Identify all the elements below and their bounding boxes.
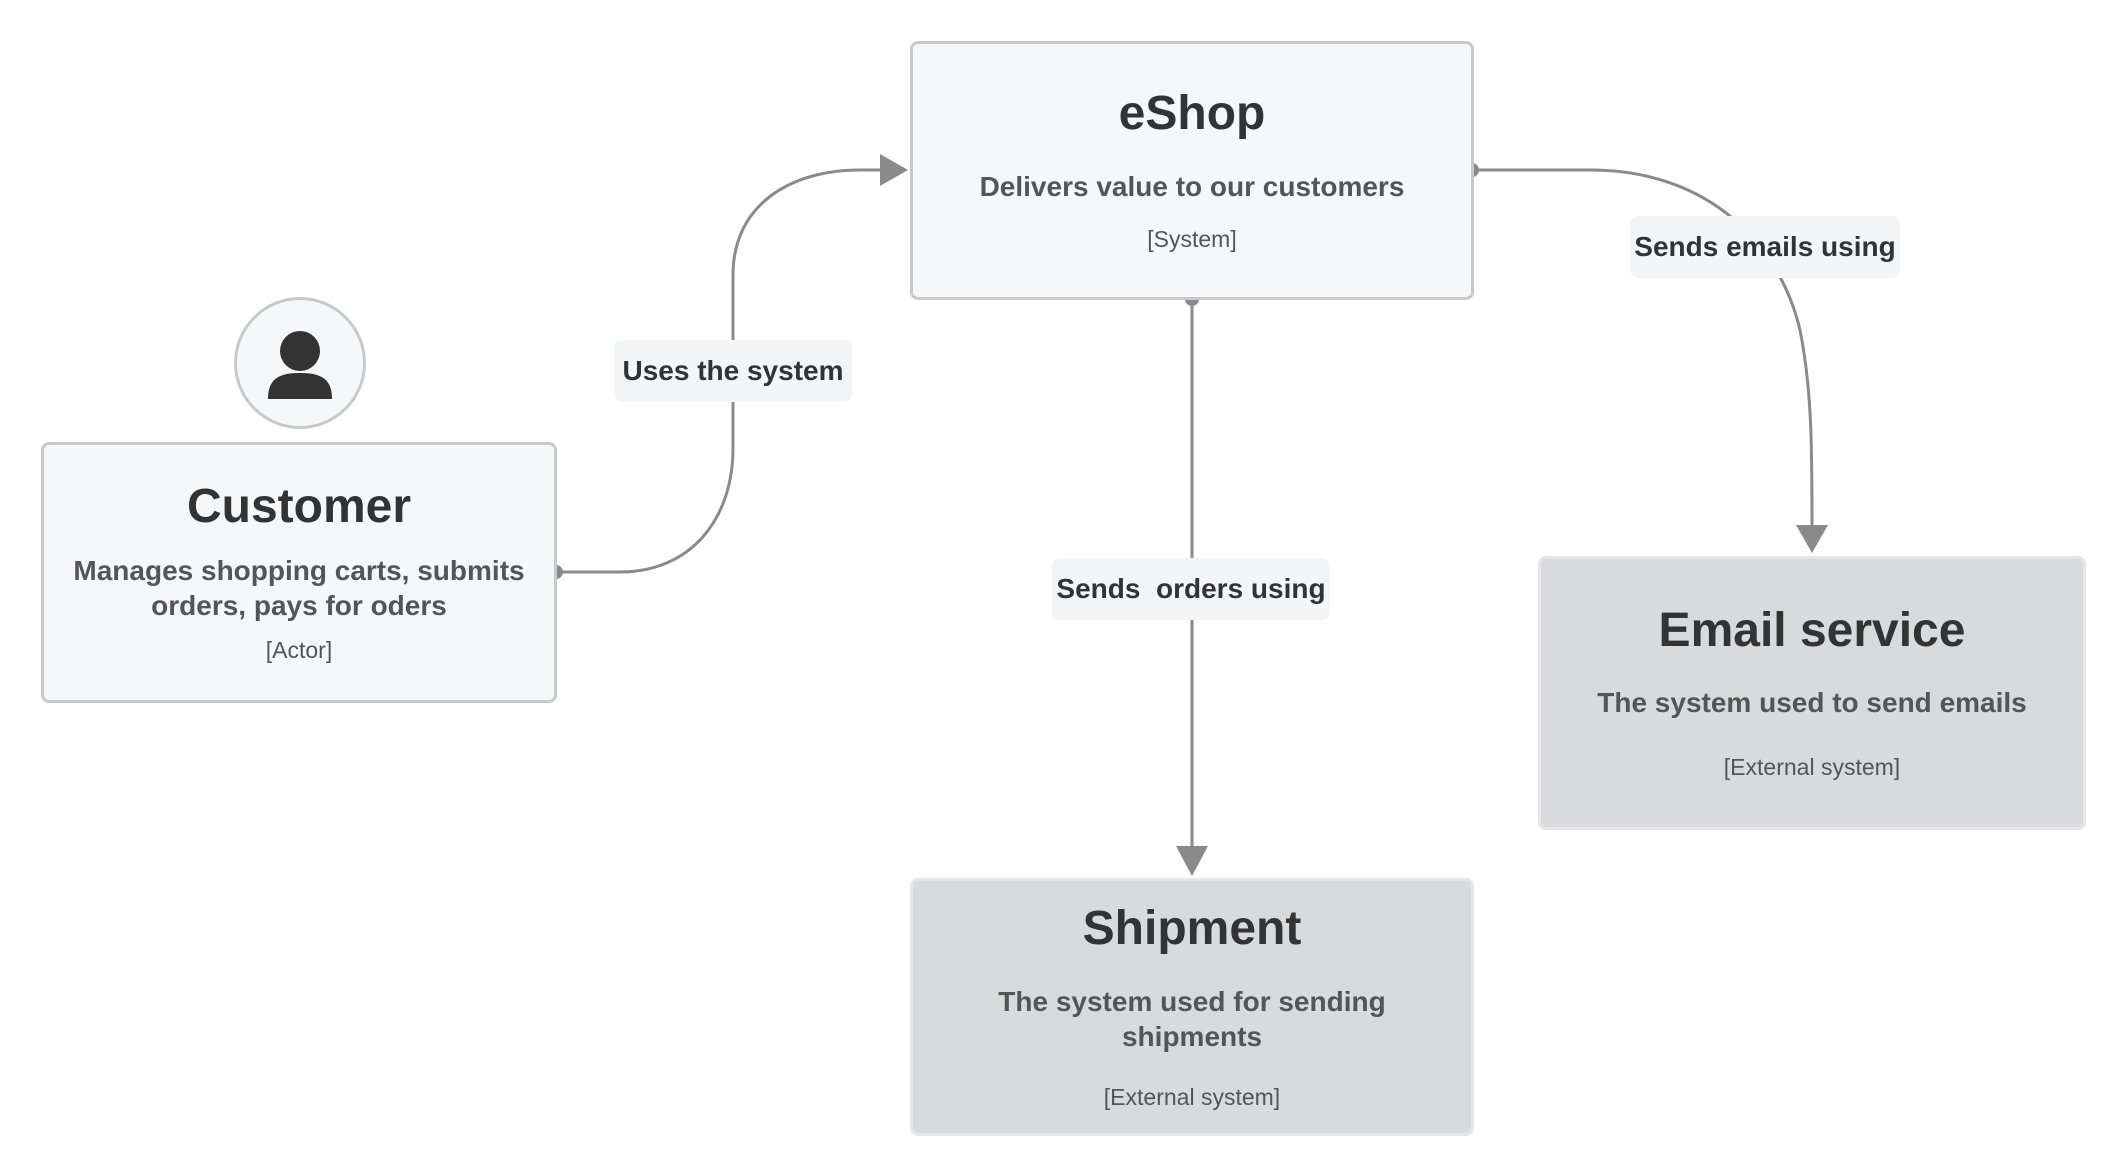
eshop-description: Delivers value to our customers (979, 170, 1405, 202)
customer-description-line-1: Manages shopping carts, submits (73, 555, 525, 587)
eshop-type: [System] (1147, 225, 1237, 252)
shipment-node[interactable]: Shipment The system used for sending shi… (910, 878, 1474, 1136)
shipment-title: Shipment (1082, 902, 1302, 956)
edge-arrowhead (1176, 846, 1208, 876)
edge-eshop-to-email[interactable] (1472, 168, 1814, 526)
shipment-type: [External system] (1103, 1083, 1281, 1110)
eshop-title: eShop (1118, 87, 1266, 141)
email-service-title: Email service (1658, 603, 1966, 657)
customer-type: [Actor] (265, 637, 333, 664)
edge-arrowhead (880, 154, 908, 186)
edge-label-sends-orders[interactable]: Sends orders using (1052, 558, 1330, 620)
eshop-node[interactable]: eShop Delivers value to our customers [S… (910, 41, 1474, 300)
customer-description-line-2: orders, pays for oders (151, 590, 447, 622)
customer-description: Manages shopping carts, submits orders, … (53, 553, 544, 623)
shipment-description: The system used for sending shipments (998, 985, 1386, 1052)
actor-avatar (234, 297, 366, 429)
customer-title: Customer (186, 479, 412, 533)
person-icon (268, 331, 332, 399)
edge-label-sends-emails[interactable]: Sends emails using (1630, 216, 1900, 278)
email-service-description: The system used to send emails (1597, 687, 2027, 719)
edge-label-uses-the-system[interactable]: Uses the system (614, 340, 852, 402)
edge-arrowhead (1796, 525, 1828, 553)
customer-node[interactable]: Customer Manages shopping carts, submits… (41, 442, 557, 703)
email-service-type: [External system] (1723, 754, 1901, 781)
email-service-node[interactable]: Email service The system used to send em… (1538, 556, 2086, 830)
